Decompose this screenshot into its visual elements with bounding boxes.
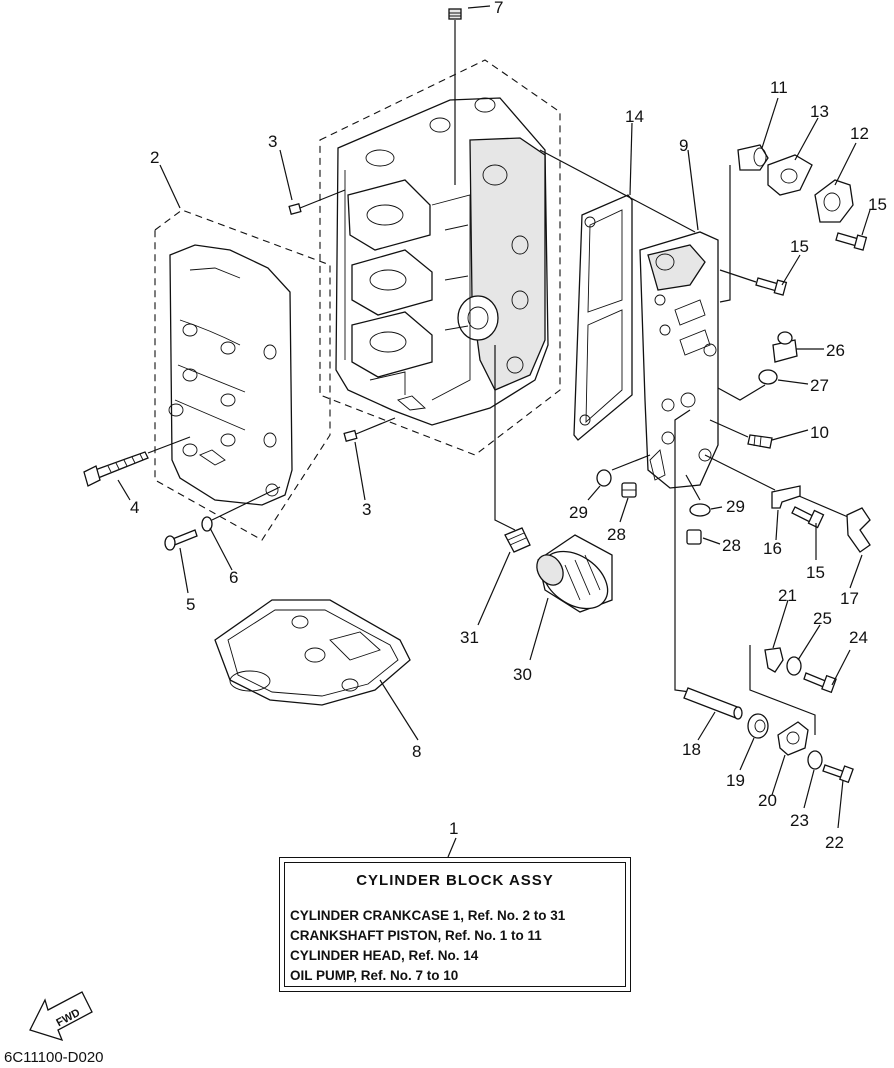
callout-24: 24 bbox=[849, 628, 868, 647]
fitting-part-31 bbox=[504, 527, 531, 553]
callout-16: 16 bbox=[763, 539, 782, 558]
dowel-pin-lower bbox=[343, 429, 358, 442]
callout-31: 31 bbox=[460, 628, 479, 647]
callout-8: 8 bbox=[412, 742, 421, 761]
callout-30: 30 bbox=[513, 665, 532, 684]
callout-19: 19 bbox=[726, 771, 745, 790]
gasket-part-29-left bbox=[596, 469, 612, 487]
assembly-reference-line: CYLINDER CRANKCASE 1, Ref. No. 2 to 31 bbox=[290, 908, 566, 923]
callout-15: 15 bbox=[790, 237, 809, 256]
crankcase-part-2 bbox=[154, 209, 331, 541]
assembly-title: CYLINDER BLOCK ASSY bbox=[356, 872, 554, 889]
clamp-part-21 bbox=[764, 647, 784, 673]
callout-13: 13 bbox=[810, 102, 829, 121]
washer-part-25 bbox=[786, 656, 802, 676]
callout-2: 2 bbox=[150, 148, 159, 167]
callout-7: 7 bbox=[494, 0, 503, 17]
gasket-part-13 bbox=[767, 154, 813, 196]
callout-22: 22 bbox=[825, 833, 844, 852]
callout-28: 28 bbox=[722, 536, 741, 555]
assembly-note-inner-border bbox=[284, 862, 626, 987]
assembly-reference-line: CYLINDER HEAD, Ref. No. 14 bbox=[290, 948, 479, 963]
diagram-code: 6C11100-D020 bbox=[4, 1049, 104, 1066]
bracket-part-20 bbox=[777, 721, 809, 756]
oil-filter-part-30 bbox=[536, 534, 613, 613]
thermostat-part-11 bbox=[737, 144, 769, 171]
callout-17: 17 bbox=[840, 589, 859, 608]
bolt-part-15-bottom bbox=[791, 506, 825, 529]
callout-6: 6 bbox=[229, 568, 238, 587]
o-ring-part-27 bbox=[758, 369, 778, 385]
bolt-part-5 bbox=[164, 529, 198, 551]
cylinder-block bbox=[319, 59, 561, 456]
callout-21: 21 bbox=[778, 586, 797, 605]
clip-part-17 bbox=[846, 507, 871, 553]
plug-part-7 bbox=[448, 8, 462, 20]
grommet-part-19 bbox=[747, 713, 769, 739]
bolt-part-22 bbox=[822, 764, 854, 784]
callout-28: 28 bbox=[607, 525, 626, 544]
gasket-part-14 bbox=[573, 194, 633, 441]
gasket-part-8 bbox=[214, 599, 411, 706]
callout-27: 27 bbox=[810, 376, 829, 395]
callout-labels: 1 2 3 3 4 5 6 7 8 9 10 11 12 13 14 15 15… bbox=[130, 0, 887, 852]
callout-3: 3 bbox=[268, 132, 277, 151]
callout-9: 9 bbox=[679, 136, 688, 155]
bracket-part-16 bbox=[771, 485, 801, 509]
callout-26: 26 bbox=[826, 341, 845, 360]
assembly-reference-line: OIL PUMP, Ref. No. 7 to 10 bbox=[290, 968, 459, 983]
plug-part-28-left bbox=[621, 482, 637, 498]
callout-29: 29 bbox=[726, 497, 745, 516]
sensor-part-26 bbox=[772, 331, 798, 363]
callout-15: 15 bbox=[868, 195, 887, 214]
callout-11: 11 bbox=[770, 78, 788, 97]
callout-12: 12 bbox=[850, 124, 869, 143]
callout-14: 14 bbox=[625, 107, 644, 126]
callout-3: 3 bbox=[362, 500, 371, 519]
plug-part-28-right bbox=[686, 529, 702, 545]
callout-5: 5 bbox=[186, 595, 195, 614]
pipe-part-18 bbox=[683, 687, 743, 720]
assembly-reference-line: CRANKSHAFT PISTON, Ref. No. 1 to 11 bbox=[290, 928, 542, 943]
callout-15: 15 bbox=[806, 563, 825, 582]
assembly-reference-list: CYLINDER CRANKCASE 1, Ref. No. 2 to 31 C… bbox=[290, 906, 565, 986]
valve-part-10 bbox=[747, 434, 773, 449]
dowel-pin-upper bbox=[288, 203, 302, 215]
bolt-part-24 bbox=[803, 672, 837, 694]
washer-part-23 bbox=[807, 750, 823, 770]
forward-arrow-icon: FWD bbox=[29, 991, 93, 1042]
bolt-part-15-top bbox=[835, 232, 868, 251]
cylinder-head-part-9 bbox=[639, 231, 719, 489]
callout-10: 10 bbox=[810, 423, 829, 442]
callout-23: 23 bbox=[790, 811, 809, 830]
gasket-part-29-right bbox=[689, 503, 711, 517]
callout-4: 4 bbox=[130, 498, 139, 517]
cover-part-12 bbox=[814, 179, 854, 223]
callout-1: 1 bbox=[449, 819, 458, 838]
bolt-part-4 bbox=[83, 451, 149, 487]
washer-part-6 bbox=[201, 516, 213, 532]
assembly-note-box: CYLINDER BLOCK ASSY CYLINDER CRANKCASE 1… bbox=[279, 857, 631, 992]
callout-18: 18 bbox=[682, 740, 701, 759]
callout-leaders bbox=[117, 5, 871, 858]
callout-20: 20 bbox=[758, 791, 777, 810]
callout-29: 29 bbox=[569, 503, 588, 522]
bolt-part-15-mid bbox=[755, 277, 788, 296]
callout-25: 25 bbox=[813, 609, 832, 628]
